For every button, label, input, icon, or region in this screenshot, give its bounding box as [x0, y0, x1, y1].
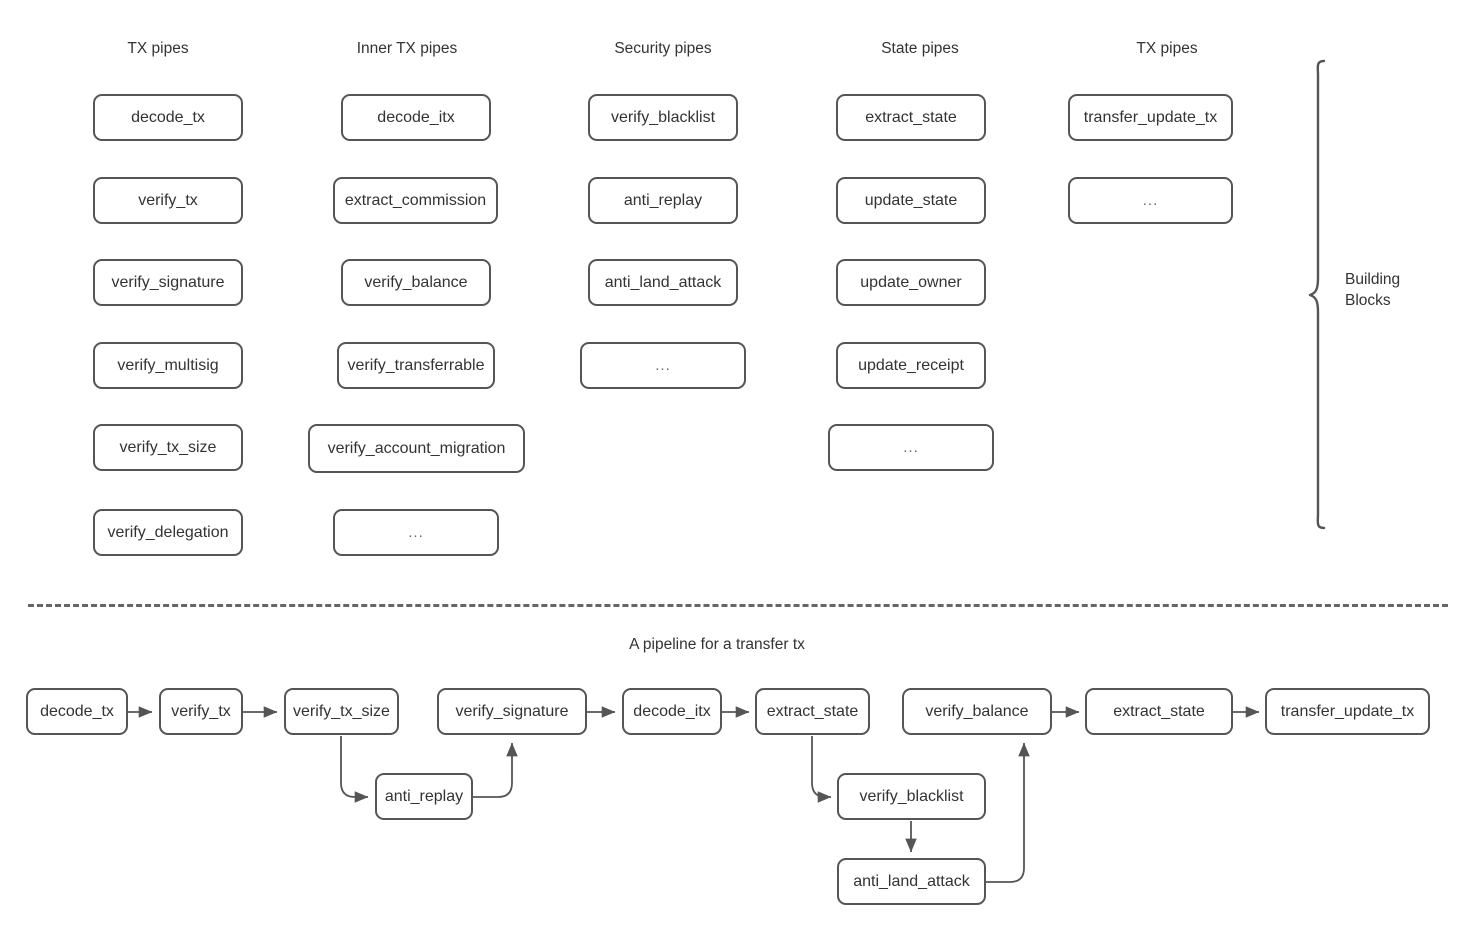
- block-label: verify_tx: [171, 702, 231, 720]
- block-verify-delegation[interactable]: verify_delegation: [93, 509, 243, 556]
- block-label: anti_land_attack: [604, 273, 722, 291]
- column-header-tx-pipes: TX pipes: [127, 40, 189, 57]
- block-decode-tx[interactable]: decode_tx: [93, 94, 243, 141]
- pipeline-node-verify-blacklist[interactable]: verify_blacklist: [837, 773, 986, 820]
- pipeline-node-transfer-update-tx[interactable]: transfer_update_tx: [1265, 688, 1430, 735]
- block-state-more[interactable]: ...: [828, 424, 994, 471]
- block-label: decode_tx: [131, 108, 205, 126]
- building-blocks-brace: [1308, 59, 1326, 530]
- pipeline-node-verify-tx[interactable]: verify_tx: [159, 688, 243, 735]
- block-label: verify_delegation: [107, 523, 229, 541]
- block-label: extract_state: [766, 702, 859, 720]
- block-verify-blacklist[interactable]: verify_blacklist: [588, 94, 738, 141]
- block-label: update_owner: [860, 273, 962, 291]
- block-label: verify_tx_size: [293, 702, 390, 720]
- block-label: extract_state: [865, 108, 957, 126]
- block-label: verify_multisig: [117, 356, 219, 374]
- column-header-inner-tx-pipes: Inner TX pipes: [356, 40, 458, 57]
- column-header-tx-pipes-2: TX pipes: [1136, 40, 1198, 57]
- section-divider: [28, 604, 1448, 607]
- block-update-receipt[interactable]: update_receipt: [836, 342, 986, 389]
- block-anti-land-attack[interactable]: anti_land_attack: [588, 259, 738, 306]
- block-label: verify_blacklist: [859, 787, 964, 805]
- building-blocks-label: Building Blocks: [1345, 271, 1401, 309]
- edge-verify-tx-size-to-anti-replay: [340, 736, 369, 803]
- pipeline-node-decode-tx[interactable]: decode_tx: [26, 688, 128, 735]
- column-header-security-pipes: Security pipes: [614, 40, 712, 57]
- block-verify-balance[interactable]: verify_balance: [341, 259, 491, 306]
- block-verify-transferrable[interactable]: verify_transferrable: [337, 342, 495, 389]
- block-label: extract_state: [1113, 702, 1205, 720]
- block-label: ...: [903, 439, 919, 456]
- block-security-more[interactable]: ...: [580, 342, 746, 389]
- pipeline-node-verify-balance[interactable]: verify_balance: [902, 688, 1052, 735]
- edge-anti-replay-to-verify-signature: [473, 742, 518, 798]
- block-label: verify_account_migration: [327, 439, 506, 457]
- block-label: verify_blacklist: [610, 108, 716, 126]
- block-inner-tx-more[interactable]: ...: [333, 509, 499, 556]
- pipeline-node-verify-signature[interactable]: verify_signature: [437, 688, 587, 735]
- block-label: update_receipt: [858, 356, 964, 374]
- block-extract-state[interactable]: extract_state: [836, 94, 986, 141]
- block-label: ...: [655, 357, 671, 374]
- pipeline-node-anti-replay[interactable]: anti_replay: [375, 773, 473, 820]
- block-label: verify_balance: [925, 702, 1029, 720]
- block-label: verify_signature: [111, 273, 225, 291]
- block-extract-commission[interactable]: extract_commission: [333, 177, 498, 224]
- block-label: anti_replay: [384, 787, 464, 805]
- block-verify-account-migration[interactable]: verify_account_migration: [308, 424, 525, 473]
- block-label: ...: [1142, 192, 1159, 209]
- block-label: verify_tx: [138, 191, 198, 209]
- block-verify-multisig[interactable]: verify_multisig: [93, 342, 243, 389]
- column-header-state-pipes: State pipes: [881, 40, 959, 57]
- pipeline-node-decode-itx[interactable]: decode_itx: [622, 688, 722, 735]
- block-label: anti_land_attack: [853, 872, 970, 890]
- block-label: decode_itx: [633, 702, 711, 720]
- pipeline-title: A pipeline for a transfer tx: [629, 636, 805, 653]
- pipeline-node-verify-tx-size[interactable]: verify_tx_size: [284, 688, 399, 735]
- block-label: ...: [408, 524, 424, 541]
- edge-extract-state-to-verify-blacklist: [811, 736, 832, 803]
- block-transfer-update-tx[interactable]: transfer_update_tx: [1068, 94, 1233, 141]
- block-label: verify_tx_size: [119, 438, 217, 456]
- block-update-owner[interactable]: update_owner: [836, 259, 986, 306]
- block-verify-signature[interactable]: verify_signature: [93, 259, 243, 306]
- block-label: verify_signature: [455, 702, 569, 720]
- block-label: decode_tx: [40, 702, 114, 720]
- block-update-state[interactable]: update_state: [836, 177, 986, 224]
- block-verify-tx[interactable]: verify_tx: [93, 177, 243, 224]
- block-label: verify_balance: [364, 273, 468, 291]
- block-tx-more[interactable]: ...: [1068, 177, 1233, 224]
- block-verify-tx-size[interactable]: verify_tx_size: [93, 424, 243, 471]
- block-anti-replay[interactable]: anti_replay: [588, 177, 738, 224]
- block-label: verify_transferrable: [347, 356, 485, 374]
- pipeline-node-extract-state-2[interactable]: extract_state: [1085, 688, 1233, 735]
- block-label: decode_itx: [377, 108, 455, 126]
- pipeline-node-anti-land-attack[interactable]: anti_land_attack: [837, 858, 986, 905]
- pipeline-node-extract-state[interactable]: extract_state: [755, 688, 870, 735]
- edge-anti-land-attack-to-verify-balance: [986, 742, 1030, 883]
- block-label: extract_commission: [344, 191, 487, 209]
- block-label: anti_replay: [623, 191, 703, 209]
- block-label: transfer_update_tx: [1280, 702, 1415, 720]
- block-label: update_state: [864, 191, 958, 209]
- block-label: transfer_update_tx: [1083, 108, 1218, 126]
- block-decode-itx[interactable]: decode_itx: [341, 94, 491, 141]
